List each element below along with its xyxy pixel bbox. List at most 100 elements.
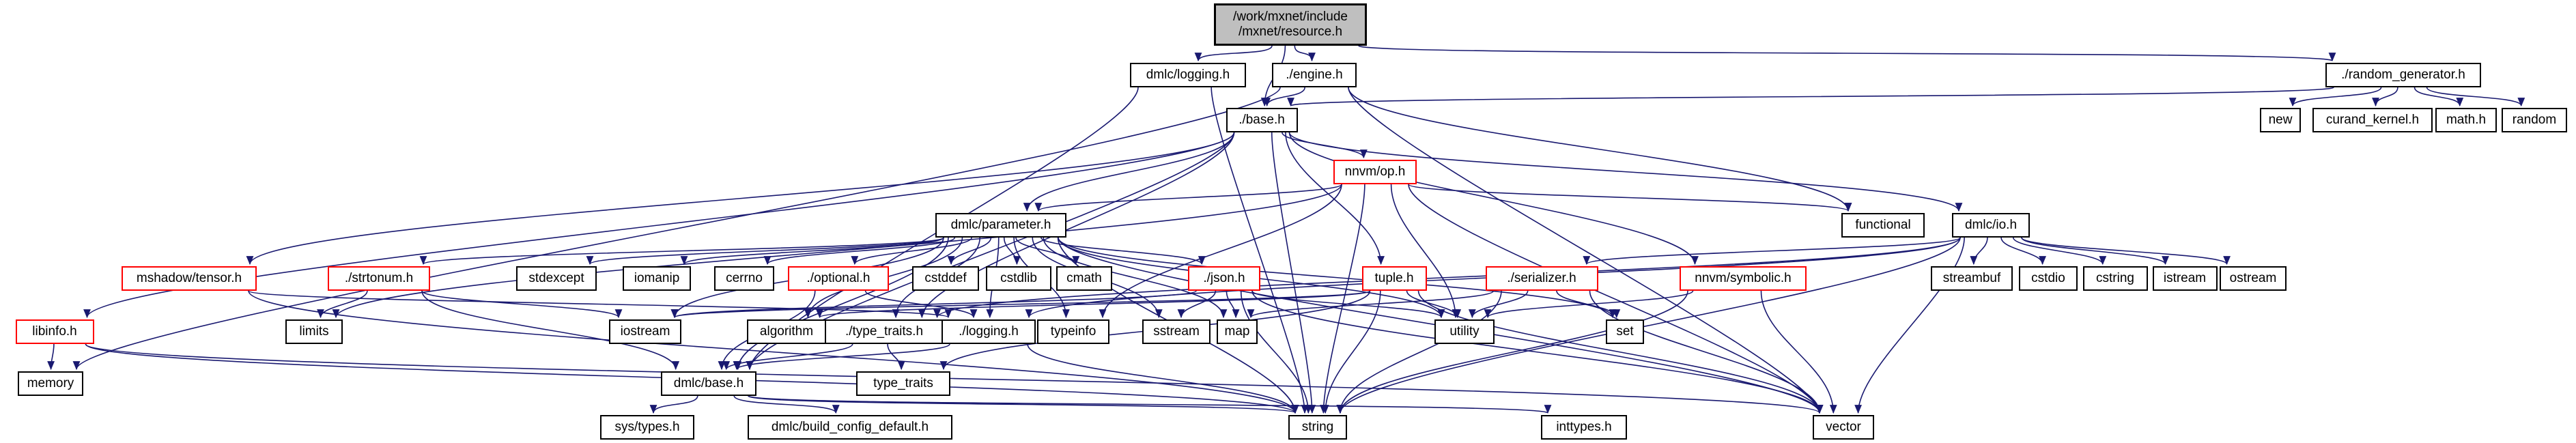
graph-node-new[interactable]: new xyxy=(2260,108,2301,132)
graph-node-utility[interactable]: utility xyxy=(1434,319,1495,344)
graph-node-sstream[interactable]: sstream xyxy=(1142,319,1211,344)
graph-node-ostream[interactable]: ostream xyxy=(2220,266,2287,291)
graph-node-random_generator[interactable]: ./random_generator.h xyxy=(2325,63,2481,87)
include-edge-dmlc_parameter-to-iomanip xyxy=(680,237,944,266)
include-edge-dmlc_parameter-to-map xyxy=(1043,237,1228,319)
include-edge-dmlc_parameter-to-stdexcept xyxy=(586,237,944,266)
graph-node-istream[interactable]: istream xyxy=(2152,266,2218,291)
graph-node-random[interactable]: random xyxy=(2502,108,2567,132)
include-edge-tuple-to-utility xyxy=(1406,290,1462,319)
graph-node-limits[interactable]: limits xyxy=(285,319,343,344)
include-edge-root-to-dmlc_logging xyxy=(1194,45,1273,62)
graph-node-base[interactable]: ./base.h xyxy=(1226,108,1298,132)
graph-node-inttypes[interactable]: inttypes.h xyxy=(1541,415,1627,440)
graph-node-typeinfo[interactable]: typeinfo xyxy=(1037,319,1109,344)
graph-node-math[interactable]: math.h xyxy=(2435,108,2497,132)
include-edge-engine-to-vector xyxy=(1348,87,1824,414)
include-edge-dmlc_parameter-to-cstddef xyxy=(947,237,992,266)
include-edge-nnvm_symbolic-to-string xyxy=(1336,290,1688,414)
include-edge-dmlc_base-to-string xyxy=(748,395,1299,414)
graph-node-vector[interactable]: vector xyxy=(1813,415,1874,440)
include-edge-json-to-sstream xyxy=(1177,290,1217,319)
include-edge-base-to-libinfo xyxy=(83,132,1235,319)
include-edge-json-to-map xyxy=(1226,290,1240,319)
graph-node-set[interactable]: set xyxy=(1606,319,1644,344)
graph-node-curand_kernel[interactable]: curand_kernel.h xyxy=(2312,108,2433,132)
graph-node-sys_types[interactable]: sys/types.h xyxy=(600,415,694,440)
graph-node-algorithm[interactable]: algorithm xyxy=(746,319,827,344)
graph-node-logging_h[interactable]: ./logging.h xyxy=(942,319,1036,344)
include-edge-base-to-mshadow_tensor xyxy=(246,132,1235,266)
include-edge-nnvm_op-to-string xyxy=(1319,184,1365,414)
include-edge-logging_h-to-string xyxy=(1027,343,1299,414)
include-edge-dmlc_parameter-to-optional xyxy=(851,237,972,266)
graph-node-cstdio[interactable]: cstdio xyxy=(2019,266,2078,291)
graph-node-cstring[interactable]: cstring xyxy=(2082,266,2148,291)
graph-node-dmlc_io[interactable]: dmlc/io.h xyxy=(1952,213,2030,238)
graph-node-json[interactable]: ./json.h xyxy=(1188,266,1260,291)
graph-node-stdexcept[interactable]: stdexcept xyxy=(516,266,597,291)
graph-node-strtonum[interactable]: ./strtonum.h xyxy=(328,266,430,291)
graph-node-cstddef[interactable]: cstddef xyxy=(912,266,979,291)
include-edge-serializer-to-utility xyxy=(1468,290,1529,319)
include-edge-serializer-to-map xyxy=(1247,290,1495,319)
include-edge-dmlc_base-to-sys_types xyxy=(649,395,698,414)
graph-node-iostream[interactable]: iostream xyxy=(609,319,681,344)
include-edge-engine-to-base xyxy=(1263,87,1305,107)
graph-node-dmlc_logging[interactable]: dmlc/logging.h xyxy=(1130,63,1246,87)
include-edge-dmlc_parameter-to-json xyxy=(1041,237,1206,266)
include-edge-libinfo-to-memory xyxy=(47,343,55,371)
include-edge-dmlc_parameter-to-set xyxy=(1058,237,1617,319)
graph-node-nnvm_symbolic[interactable]: nnvm/symbolic.h xyxy=(1680,266,1807,291)
include-edge-mshadow_tensor-to-logging_h xyxy=(248,290,952,319)
include-edge-type_traits_h-to-type_traits xyxy=(887,343,905,371)
graph-node-iomanip[interactable]: iomanip xyxy=(623,266,691,291)
graph-node-tuple[interactable]: tuple.h xyxy=(1361,266,1427,291)
graph-node-cstdlib[interactable]: cstdlib xyxy=(986,266,1051,291)
include-edge-nnvm_symbolic-to-vector xyxy=(1760,290,1837,414)
graph-node-functional[interactable]: functional xyxy=(1841,213,1925,238)
graph-node-dmlc_parameter[interactable]: dmlc/parameter.h xyxy=(935,213,1066,238)
include-edge-tuple-to-vector xyxy=(1417,290,1824,414)
graph-node-string[interactable]: string xyxy=(1288,415,1347,440)
graph-node-build_config[interactable]: dmlc/build_config_default.h xyxy=(748,415,952,440)
graph-node-mshadow_tensor[interactable]: mshadow/tensor.h xyxy=(122,266,257,291)
include-edge-base-to-type_traits_h xyxy=(918,132,1235,319)
graph-node-root[interactable]: /work/mxnet/include /mxnet/resource.h xyxy=(1214,3,1367,46)
include-edge-strtonum-to-dmlc_base xyxy=(421,290,680,371)
graph-node-engine[interactable]: ./engine.h xyxy=(1272,63,1357,87)
include-edge-base-to-nnvm_symbolic xyxy=(1288,132,1699,266)
graph-node-streambuf[interactable]: streambuf xyxy=(1931,266,2013,291)
include-edge-root-to-engine xyxy=(1294,45,1316,62)
graph-node-libinfo[interactable]: libinfo.h xyxy=(15,319,94,344)
include-edge-dmlc_io-to-type_traits_h xyxy=(933,237,1961,319)
include-edge-random_generator-to-curand_kernel xyxy=(2372,87,2398,107)
graph-node-nnvm_op[interactable]: nnvm/op.h xyxy=(1333,160,1417,184)
graph-node-type_traits_h[interactable]: ./type_traits.h xyxy=(824,319,944,344)
graph-node-dmlc_base[interactable]: dmlc/base.h xyxy=(661,371,756,396)
graph-node-serializer[interactable]: ./serializer.h xyxy=(1485,266,1598,291)
include-edge-engine-to-memory xyxy=(72,87,1281,371)
graph-node-cmath[interactable]: cmath xyxy=(1056,266,1112,291)
graph-node-map[interactable]: map xyxy=(1217,319,1258,344)
graph-node-cerrno[interactable]: cerrno xyxy=(714,266,774,291)
include-edge-dmlc_parameter-to-strtonum xyxy=(420,237,944,266)
include-edge-nnvm_op-to-limits xyxy=(332,184,1342,319)
include-edge-base-to-dmlc_parameter xyxy=(1023,132,1235,212)
include-edge-dmlc_io-to-cstring xyxy=(2012,237,2107,266)
include-edge-nnvm_symbolic-to-utility xyxy=(1484,290,1694,319)
include-edge-tuple-to-string xyxy=(1321,290,1381,414)
include-edge-dmlc_io-to-cstdio xyxy=(2000,237,2046,266)
include-edge-dmlc_parameter-to-cerrno xyxy=(763,237,956,266)
graph-node-optional[interactable]: ./optional.h xyxy=(788,266,889,291)
include-edge-random_generator-to-math xyxy=(2414,87,2464,107)
include-edge-json-to-iostream xyxy=(671,290,1197,319)
include-edge-strtonum-to-limits xyxy=(317,290,368,319)
include-edge-logging_h-to-dmlc_base xyxy=(733,343,950,371)
include-edge-strtonum-to-iostream xyxy=(421,290,623,319)
include-edge-dmlc_base-to-build_config xyxy=(733,395,840,414)
graph-node-memory[interactable]: memory xyxy=(18,371,83,396)
graph-node-type_traits[interactable]: type_traits xyxy=(856,371,950,396)
include-edge-dmlc_io-to-string xyxy=(1336,237,1961,414)
